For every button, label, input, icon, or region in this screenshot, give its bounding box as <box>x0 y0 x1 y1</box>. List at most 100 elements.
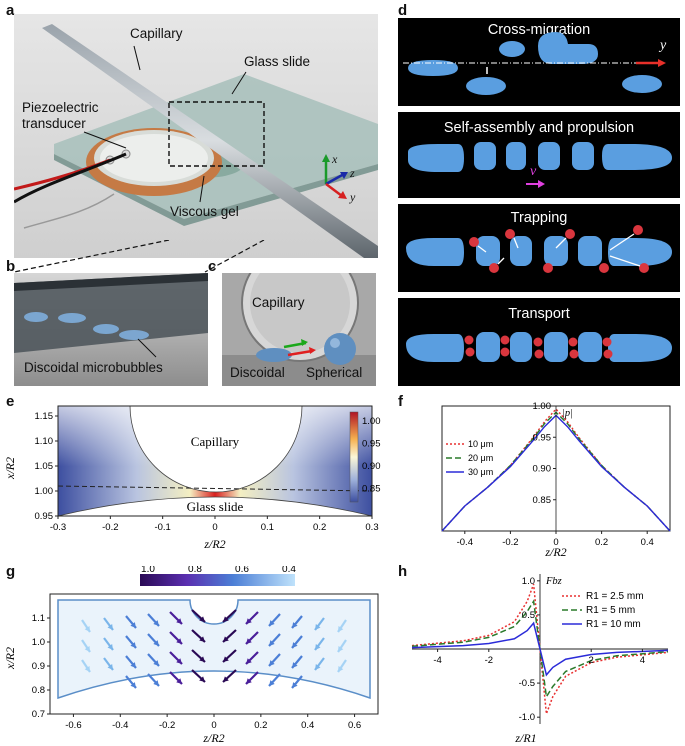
microbubbles-render <box>14 273 208 386</box>
d-trapping: Trapping <box>398 204 680 292</box>
g-velocity-arrowhead <box>338 646 344 652</box>
g-velocity-arrowhead <box>176 618 182 624</box>
axis-y-label: y <box>350 190 356 204</box>
e-xtick-label: 0 <box>212 522 217 533</box>
g-velocity-arrowhead <box>246 658 252 664</box>
g-ytick-label: 1.1 <box>32 613 45 624</box>
g-velocity-arrowhead <box>292 642 298 648</box>
g-velocity-arrowhead <box>223 656 229 662</box>
g-velocity-arrowhead <box>153 680 159 686</box>
f-legend-label: 30 μm <box>468 467 493 477</box>
g-ytick-label: 0.7 <box>32 709 45 720</box>
f-xtick-label: 0.2 <box>595 537 608 548</box>
e-ytick-label: 1.10 <box>35 436 54 447</box>
h-title: Fbz <box>545 576 562 587</box>
g-velocity-arrowhead <box>199 676 205 682</box>
f-legend-label: 20 μm <box>468 453 493 463</box>
panel-label-e: e <box>6 393 15 410</box>
h-ytick-label: 1.0 <box>522 576 535 587</box>
e-ytick-label: 1.15 <box>35 411 54 422</box>
g-colorbar-tick: 0.6 <box>235 566 249 575</box>
label-viscous-gel: Viscous gel <box>170 204 239 219</box>
g-velocity-arrowhead <box>223 616 229 622</box>
label-discoidal-microbubbles: Discoidal microbubbles <box>24 360 163 375</box>
h-xtick-label: 4 <box>640 655 645 666</box>
axis-z-label: z <box>350 166 355 180</box>
g-velocity-arrowhead <box>199 656 205 662</box>
g-velocity-arrowhead <box>130 682 136 688</box>
panel-label-d: d <box>398 2 408 19</box>
d-title-trapping: Trapping <box>510 210 568 226</box>
e-annot-glass: Glass slide <box>187 499 244 514</box>
g-xtick-label: 0.2 <box>254 720 267 731</box>
g-velocity-arrowhead <box>107 664 113 670</box>
f-legend-label: 10 μm <box>468 439 493 449</box>
panel-label-c: c <box>208 258 217 275</box>
f-xlabel: z/R2 <box>544 545 566 559</box>
d-title-cross-migration: Cross-migration <box>487 22 591 38</box>
g-xtick-label: -0.6 <box>65 720 81 731</box>
panel-c-render: Capillary Discoidal Spherical <box>222 273 376 386</box>
g-velocity-arrowhead <box>84 646 90 652</box>
g-velocity-arrowhead <box>292 662 298 668</box>
g-velocity-arrowhead <box>107 624 113 630</box>
e-colorbar <box>349 411 359 503</box>
h-ytick-label: -0.5 <box>519 678 535 689</box>
h-series-line <box>411 621 669 677</box>
label-glass-slide: Glass slide <box>244 54 311 69</box>
e-ytick-label: 1.00 <box>35 486 54 497</box>
g-velocity-arrowhead <box>130 642 136 648</box>
f-ytick-label: 0.90 <box>533 464 552 475</box>
h-legend-label: R1 = 5 mm <box>586 605 635 616</box>
d-title-transport: Transport <box>508 306 570 322</box>
g-velocity-arrowhead <box>84 666 90 672</box>
h-series-line <box>411 583 669 715</box>
g-velocity-arrowhead <box>292 622 298 628</box>
g-velocity-arrowhead <box>199 636 205 642</box>
h-ytick-label: 0.5 <box>522 610 535 621</box>
g-velocity-arrowhead <box>153 620 159 626</box>
h-xtick-label: -2 <box>485 655 493 666</box>
g-velocity-arrowhead <box>338 666 344 672</box>
g-velocity-arrowhead <box>176 638 182 644</box>
panel-a-render: Capillary Glass slide Piezoelectric tran… <box>14 14 378 258</box>
e-xtick-label: -0.3 <box>50 522 66 533</box>
g-velocity-arrowhead <box>246 638 252 644</box>
f-title: |p| <box>562 408 573 419</box>
g-colorbar-tick: 0.4 <box>282 566 296 575</box>
g-ytick-label: 0.8 <box>32 685 45 696</box>
g-velocity-arrowhead <box>338 626 344 632</box>
c-label-discoidal: Discoidal <box>230 365 285 380</box>
label-capillary: Capillary <box>130 26 183 41</box>
g-velocity-arrowhead <box>292 682 298 688</box>
g-velocity-arrowhead <box>153 660 159 666</box>
g-domain-shape <box>57 599 371 700</box>
e-ylabel: x/R2 <box>3 457 17 480</box>
bubble-comparison-render <box>222 273 376 386</box>
g-velocity-arrowhead <box>107 644 113 650</box>
g-xtick-label: -0.2 <box>159 720 175 731</box>
f-ytick-label: 1.00 <box>533 401 552 412</box>
g-xlabel: z/R2 <box>202 731 224 745</box>
g-velocity-arrowhead <box>269 640 275 646</box>
e-xtick-label: 0.1 <box>261 522 274 533</box>
h-xtick-label: 2 <box>589 655 594 666</box>
label-piezo-2: transducer <box>22 116 86 131</box>
h-xlabel: z/R1 <box>514 731 536 745</box>
e-colorbar-tick: 0.90 <box>362 461 381 472</box>
g-velocity-arrowhead <box>199 616 205 622</box>
device-render <box>14 14 378 258</box>
g-xtick-label: -0.4 <box>112 720 128 731</box>
g-ytick-label: 1.0 <box>32 637 45 648</box>
g-velocity-arrowhead <box>84 626 90 632</box>
e-annot-capillary: Capillary <box>191 434 240 449</box>
f-xtick-label: -0.2 <box>502 537 518 548</box>
f-ytick-label: 0.85 <box>533 495 552 506</box>
d-v-label: v <box>530 164 537 179</box>
label-piezo-1: Piezoelectric <box>22 100 99 115</box>
e-colorbar-tick: 0.85 <box>362 484 381 495</box>
e-xlabel: z/R2 <box>203 537 225 551</box>
g-xtick-label: 0.6 <box>348 720 361 731</box>
